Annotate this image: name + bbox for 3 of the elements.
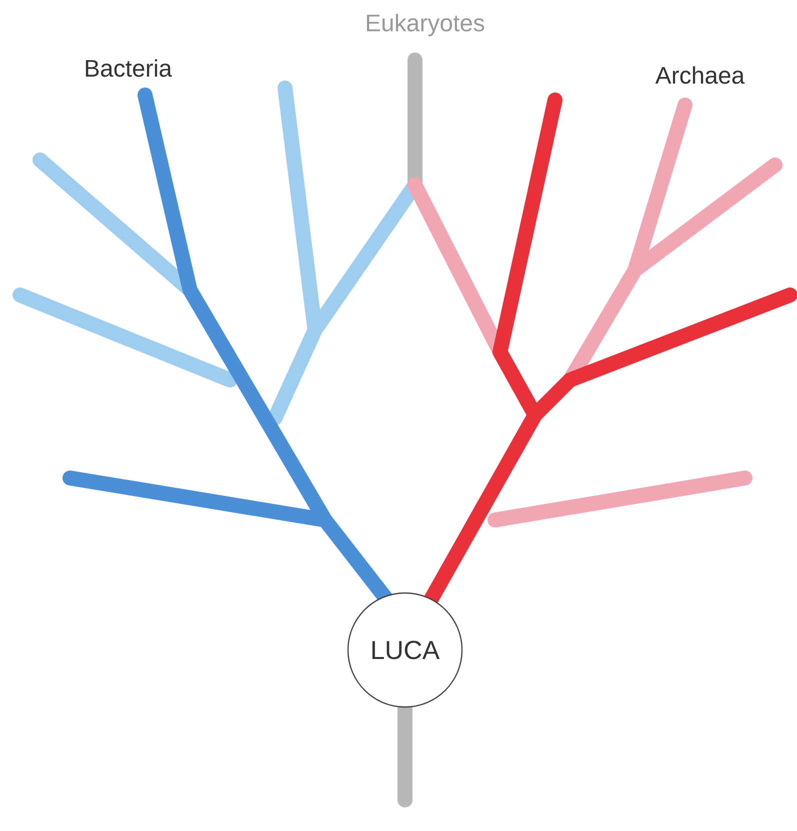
group-label: Eukaryotes — [366, 14, 484, 36]
group-label: Archaea — [655, 66, 745, 84]
group-label: Bacteria — [86, 59, 172, 77]
